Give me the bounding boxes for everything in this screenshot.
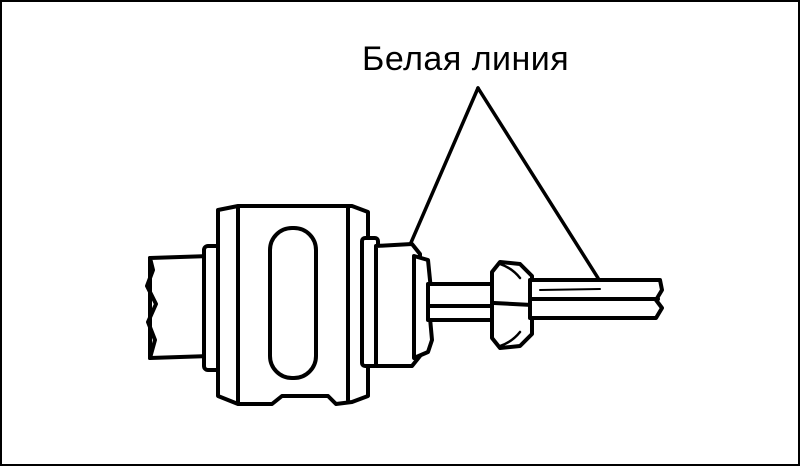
leader-line-left (398, 86, 480, 270)
neck-bead (412, 254, 434, 360)
inspection-slot (268, 226, 318, 380)
left-hose (145, 254, 212, 360)
white-line-mark (539, 288, 601, 291)
metal-tube (426, 282, 500, 308)
callout-label-white-line: Белая линия (362, 40, 570, 78)
leader-lines (398, 86, 600, 280)
leader-line-right (476, 86, 600, 280)
